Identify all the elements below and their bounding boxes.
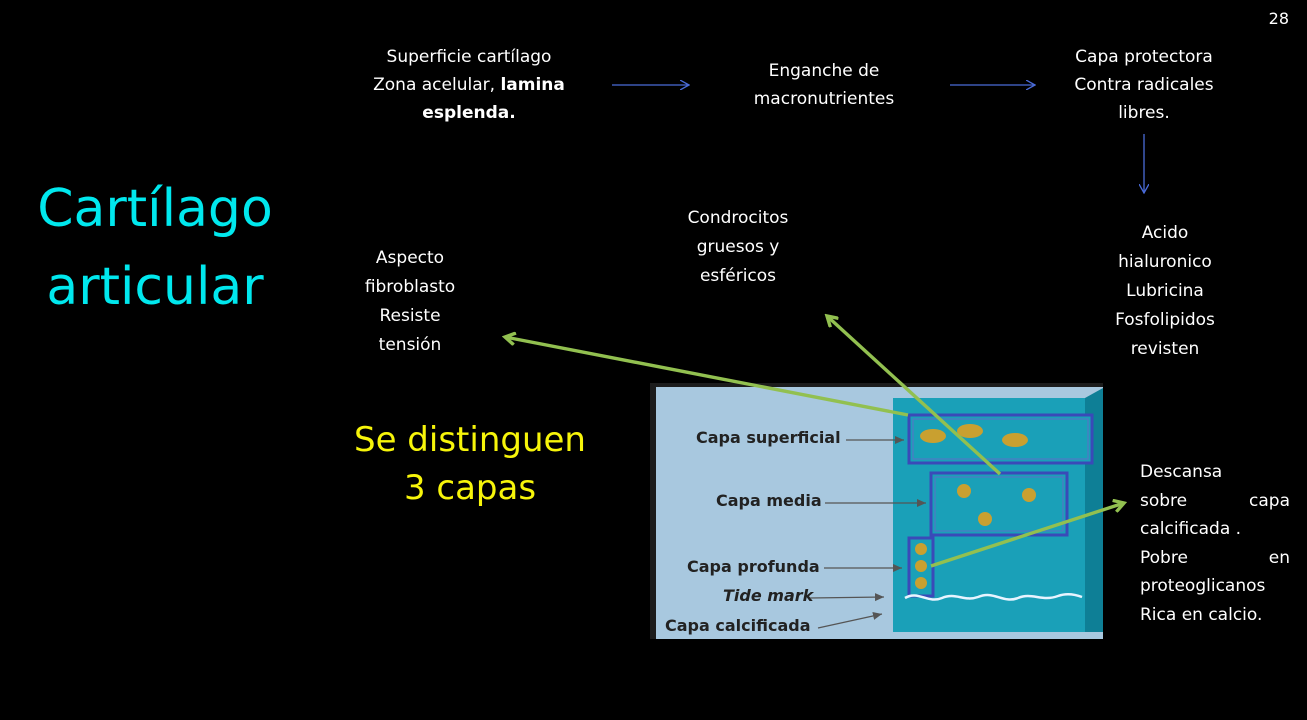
figure-frame: [650, 383, 1103, 387]
middle-cell-box-inner: [934, 476, 1064, 532]
acid-line: Acido: [1141, 223, 1189, 243]
superficial-cell-box-inner: [912, 418, 1089, 460]
label-capa-media: Capa media: [716, 491, 822, 510]
flat-chondrocyte: [920, 429, 946, 443]
label-tide-mark: Tide mark: [723, 586, 815, 605]
pointer-arrow: [809, 593, 885, 602]
slide-number: 28: [1268, 9, 1289, 28]
calcified-line: sobre capa: [1140, 490, 1290, 511]
flat-chondrocyte: [1002, 433, 1028, 447]
calcified-line: Descansa: [1140, 462, 1223, 482]
middle-cell-box: [929, 471, 1069, 537]
label-capa-calcificada: Capa calcificada: [665, 616, 810, 635]
chondro-line: gruesos y: [696, 237, 780, 257]
label-capa-profunda: Capa profunda: [687, 557, 820, 576]
surface-zone-text: Superficie cartílago Zona acelular, lami…: [347, 43, 591, 127]
acid-line: hialuronico: [1118, 252, 1212, 272]
acid-line: Lubricina: [1126, 281, 1204, 301]
anchor-line-1: Enganche de: [768, 61, 880, 81]
tide-mark-line: [904, 592, 1083, 601]
column-chondrocyte: [915, 577, 927, 589]
title-line-1: Cartílago: [37, 179, 273, 239]
anchor-text: Enganche de macronutrientes: [718, 57, 930, 113]
fibro-line: Resiste: [379, 306, 441, 326]
fibro-line: tensión: [378, 335, 442, 355]
round-chondrocyte: [1022, 488, 1036, 502]
chondro-line: esféricos: [699, 266, 777, 286]
calcified-line: Pobre en: [1140, 547, 1290, 568]
slide-title: Cartílago articular: [20, 170, 290, 326]
calcified-line: proteoglicanos: [1140, 576, 1266, 596]
subtitle: Se distinguen 3 capas: [330, 416, 610, 512]
fibroblast-text: Aspecto fibroblasto Resiste tensión: [340, 244, 480, 360]
title-line-2: articular: [46, 257, 264, 317]
fibro-line: fibroblasto: [364, 277, 456, 297]
cartilage-layers-figure: Capa superficial Capa media Capa profund…: [650, 383, 1103, 639]
protect-line-1: Capa protectora: [1075, 47, 1213, 67]
round-chondrocyte: [957, 484, 971, 498]
surface-line-3: esplenda.: [422, 103, 516, 123]
calcified-line: calcificada .: [1140, 519, 1242, 539]
acid-text: Acido hialuronico Lubricina Fosfolipidos…: [1085, 219, 1245, 364]
chondro-line: Condrocitos: [687, 208, 789, 228]
pointer-arrow: [817, 612, 883, 629]
surface-line-1: Superficie cartílago: [386, 47, 552, 67]
flat-chondrocyte: [957, 424, 983, 438]
surface-line-2-regular: Zona acelular,: [373, 75, 501, 95]
surface-line-2: Zona acelular, lamina: [347, 71, 591, 99]
acid-line: Fosfolipidos: [1115, 310, 1215, 330]
protect-text: Capa protectora Contra radicales libres.: [1049, 43, 1239, 127]
chondrocytes-text: Condrocitos gruesos y esféricos: [660, 204, 816, 291]
calcified-text: Descansa sobre capa calcificada . Pobre …: [1140, 458, 1290, 629]
subtitle-line-1: Se distinguen: [354, 420, 586, 460]
green-arrow-calcified: [930, 503, 1124, 568]
label-capa-superficial: Capa superficial: [696, 428, 841, 447]
acid-line: revisten: [1130, 339, 1200, 359]
round-chondrocyte: [978, 512, 992, 526]
protect-line-2: Contra radicales: [1074, 75, 1214, 95]
green-arrow-fibroblast: [505, 337, 909, 417]
subtitle-line-2: 3 capas: [403, 468, 537, 508]
anchor-line-2: macronutrientes: [753, 89, 895, 109]
protect-line-3: libres.: [1118, 103, 1170, 123]
green-arrow-chondrocytes: [827, 316, 1002, 476]
fibro-line: Aspecto: [375, 248, 445, 268]
surface-line-2-bold: lamina: [500, 75, 565, 95]
calcified-line: Rica en calcio.: [1140, 604, 1263, 625]
figure-frame: [650, 383, 656, 639]
column-chondrocyte: [915, 560, 927, 572]
column-chondrocyte: [915, 543, 927, 555]
